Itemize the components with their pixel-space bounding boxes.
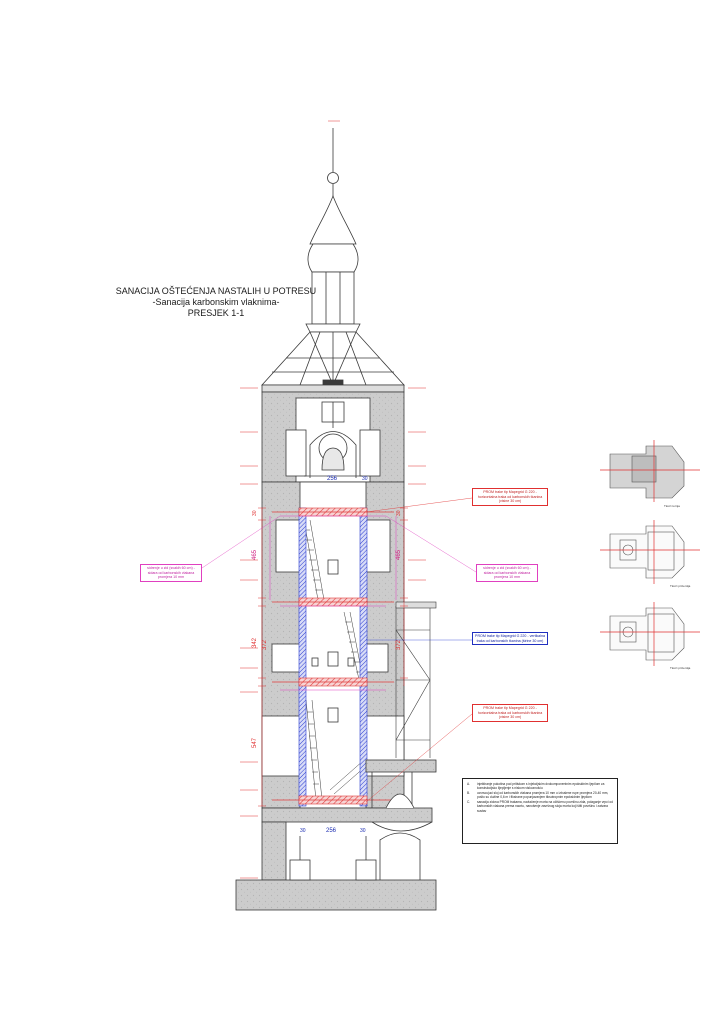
drawing-title: SANACIJA OŠTEĆENJA NASTALIH U POTRESU -S…: [96, 286, 336, 319]
tie-lines: [272, 511, 394, 801]
dim-465-left: 465: [252, 549, 258, 560]
callout-anchor-left: sidrenje u zid (svakih 60 cm) - sidara o…: [140, 564, 202, 582]
plan-top-label: Tlocrt tornja: [664, 504, 680, 508]
dim-30-right: 30: [396, 510, 402, 516]
plan-mid-label: Tlocrt prizemlja: [670, 584, 691, 588]
base-structure: [235, 759, 437, 911]
level-markers: [240, 120, 426, 879]
dimension-lines-right: [400, 507, 408, 686]
note-b: B. ucvrscujuci sloj od karbonskih vlakan…: [467, 791, 613, 799]
note-c: C. sanacija zidova PROM trakama, navlače…: [467, 800, 613, 812]
dim-342-left: 342: [252, 637, 258, 648]
dim-372-right: 372: [396, 639, 402, 650]
belfry: [261, 391, 405, 483]
note-c-text: sanacija zidova PROM trakama, navlačenje…: [477, 800, 613, 813]
note-c-key: C.: [467, 800, 471, 805]
callout-horizontal-band-bottom: PROM trake tip Mapegrid G 220 - horizont…: [472, 704, 548, 722]
tower-shaft: [261, 481, 405, 809]
dim-547-left: 547: [252, 737, 258, 748]
dim-side-bottom-right: 30: [360, 828, 366, 834]
plan-mid: [600, 520, 700, 584]
plan-top: [600, 440, 700, 502]
callout-horizontal-band-top: PROM trake tip Mapegrid G 220 - horizont…: [472, 488, 548, 506]
stairs: [303, 519, 367, 801]
dim-372-left: 372: [262, 639, 268, 650]
note-b-text: ucvrscujuci sloj od karbonskih vlakana p…: [477, 791, 609, 800]
side-scaffold: [395, 601, 437, 758]
title-line-1: SANACIJA OŠTEĆENJA NASTALIH U POTRESU: [115, 286, 317, 296]
dim-width-top: 256: [327, 476, 338, 482]
spire: [305, 128, 361, 333]
notes-box: A. injektiranje pukotina pod pritiskom s…: [462, 778, 618, 844]
dim-width-bottom: 256: [326, 828, 337, 834]
dim-465-right: 465: [396, 549, 402, 560]
title-line-2: -Sanacija karbonskim vlaknima-: [152, 297, 280, 307]
dimension-lines-pink: [269, 516, 397, 600]
dim-side-bottom-left: 30: [300, 828, 306, 834]
dimension-lines-left: [258, 507, 266, 807]
callout-anchor-right: sidrenje u zid (svakih 60 cm) - sidara o…: [476, 564, 538, 582]
roof-truss: [261, 331, 405, 393]
note-a: A. injektiranje pukotina pod pritiskom s…: [467, 782, 613, 790]
leader-lines: [195, 497, 477, 803]
callout-vertical-band: PROM trake tip Mapegrid G 220 - vertikal…: [472, 632, 548, 646]
title-line-3: PRESJEK 1-1: [187, 308, 245, 318]
note-a-text: injektiranje pukotina pod pritiskom s in…: [477, 782, 605, 791]
note-a-key: A.: [467, 782, 471, 786]
anchor-lines: [280, 515, 386, 691]
plan-bottom-label: Tlocrt prizemlja: [670, 666, 691, 670]
dim-side-top: 30: [362, 476, 368, 482]
plan-bottom: [600, 602, 700, 666]
note-b-key: B.: [467, 791, 471, 796]
dim-30-left: 30: [252, 510, 258, 516]
